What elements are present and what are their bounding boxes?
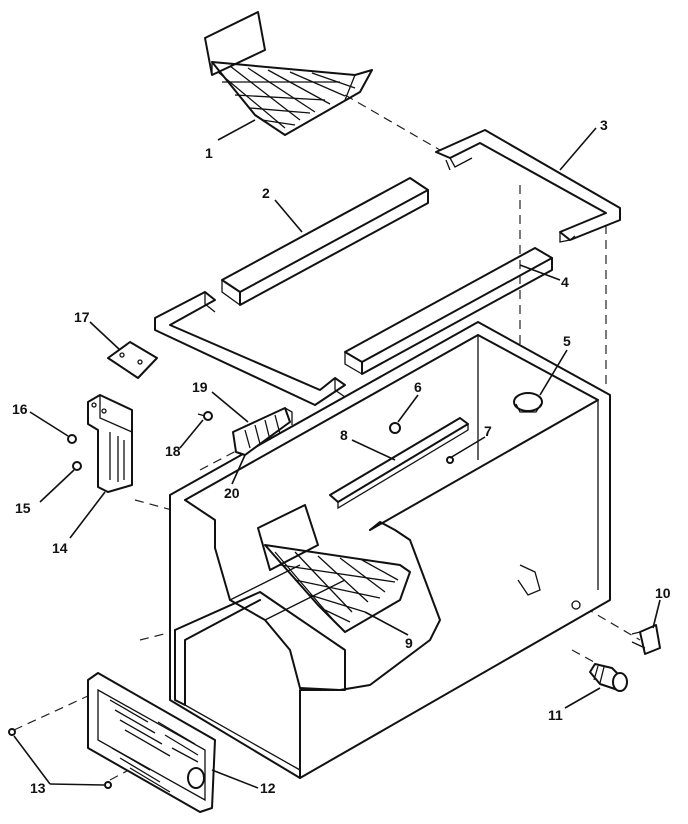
hinge-plate — [107, 341, 158, 379]
thermostat-body — [589, 663, 628, 692]
callout-1: 1 — [205, 145, 213, 161]
side-breaker-strip — [344, 247, 553, 375]
callout-19: 19 — [192, 379, 208, 395]
screw-18 — [197, 411, 213, 421]
front-breaker-strip — [221, 177, 429, 306]
callout-17: 17 — [74, 309, 90, 325]
terminal-block — [232, 407, 293, 456]
callout-9: 9 — [405, 635, 413, 651]
upper-wire-basket — [204, 11, 373, 136]
screw-7 — [446, 456, 454, 464]
callout-6: 6 — [414, 379, 422, 395]
grille-screws — [8, 728, 112, 789]
callout-15: 15 — [15, 500, 31, 516]
callout-11: 11 — [548, 707, 563, 723]
screw-16 — [67, 434, 77, 444]
callout-5: 5 — [563, 333, 571, 349]
leader-lines — [13, 119, 661, 789]
callout-4: 4 — [561, 274, 569, 290]
callout-14: 14 — [52, 540, 68, 556]
screw-15 — [72, 461, 82, 471]
basket-rail — [329, 417, 469, 510]
rear-breaker-strip — [435, 129, 621, 243]
drain-plug — [513, 392, 543, 413]
thermostat-knob — [631, 624, 661, 655]
callout-7: 7 — [484, 423, 492, 439]
freezer-cabinet — [169, 321, 611, 779]
callout-labels: 1 2 3 4 5 6 7 8 9 10 11 12 13 14 15 16 1… — [12, 117, 671, 796]
front-grille — [87, 672, 216, 813]
callout-20: 20 — [224, 485, 240, 501]
callout-12: 12 — [260, 780, 276, 796]
left-breaker-frame — [154, 291, 346, 406]
callout-3: 3 — [600, 117, 608, 133]
callout-10: 10 — [655, 585, 671, 601]
callout-2: 2 — [262, 185, 270, 201]
screw-6 — [389, 422, 401, 434]
callout-18: 18 — [165, 443, 181, 459]
callout-16: 16 — [12, 401, 28, 417]
lower-wire-basket — [257, 504, 411, 633]
callout-8: 8 — [340, 427, 348, 443]
callout-13: 13 — [30, 780, 46, 796]
hinge-bracket — [87, 394, 133, 493]
